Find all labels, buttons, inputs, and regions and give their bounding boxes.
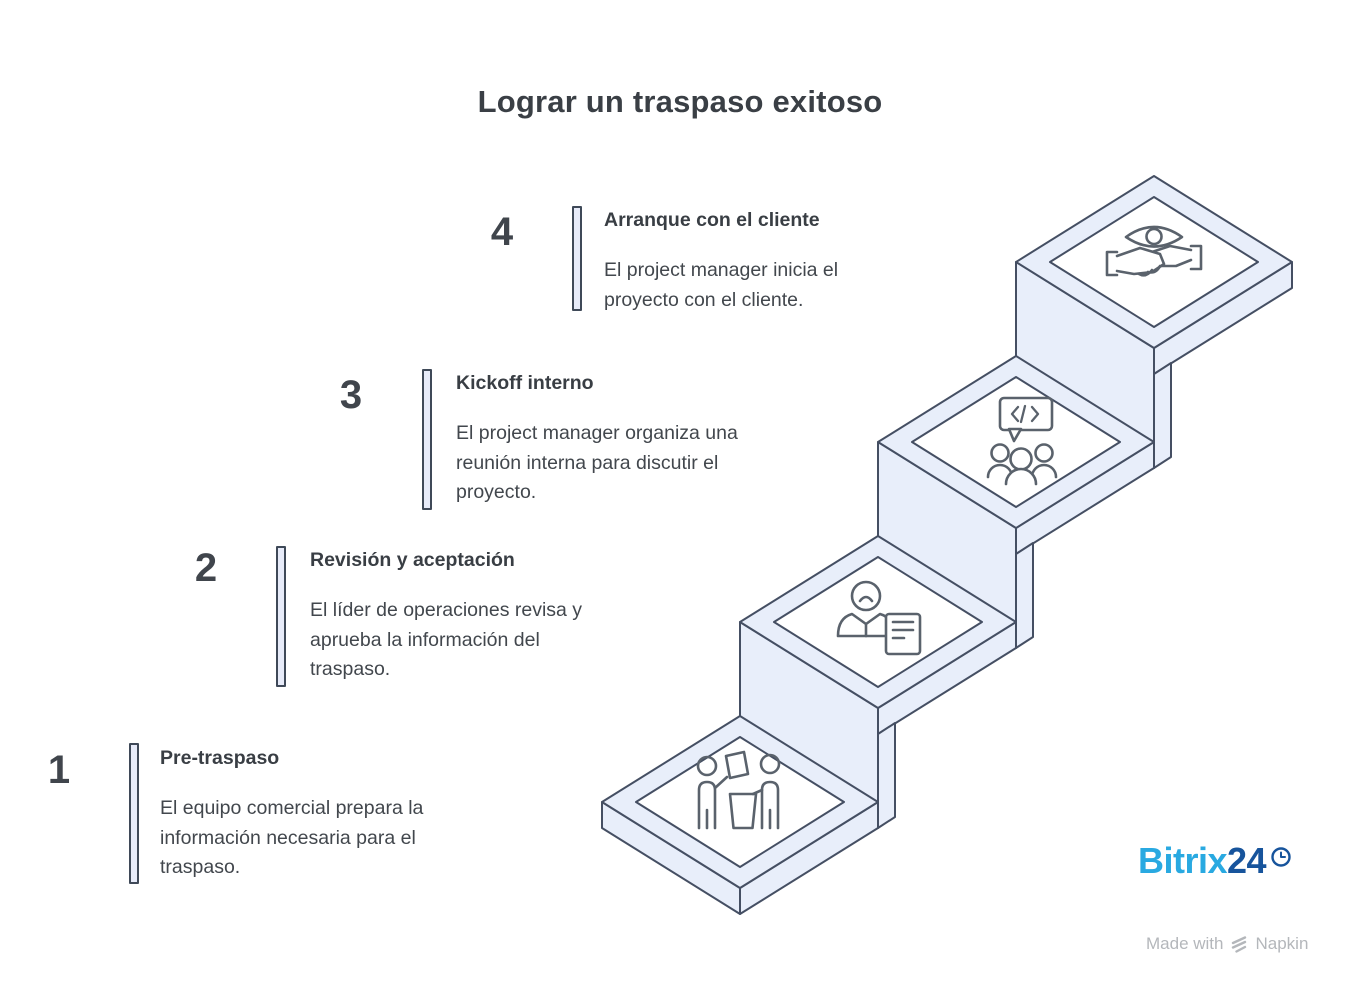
step-1-number: 1: [47, 748, 71, 792]
team-code-chat-icon: [986, 396, 1058, 486]
step-2-accent-bar: [276, 546, 286, 687]
napkin-logo-icon: [1232, 936, 1247, 953]
watermark-brand: Napkin: [1255, 934, 1309, 953]
step-3-description: El project manager organiza una reunión …: [456, 422, 738, 503]
step-4-title: Arranque con el cliente: [604, 209, 820, 231]
watermark-prefix: Made with: [1146, 934, 1224, 953]
step-1-description: El equipo comercial prepara la informaci…: [160, 797, 424, 878]
step-1-title: Pre-traspaso: [160, 747, 280, 769]
made-with-napkin-watermark: Made with Napkin: [1146, 934, 1308, 954]
step-2-number: 2: [194, 546, 218, 590]
step-4-description: El project manager inicia el proyecto co…: [604, 259, 839, 311]
step-3-title: Kickoff interno: [456, 372, 594, 394]
staircase-side-strips: [877, 362, 1172, 829]
step-2-platform: [739, 535, 1017, 829]
step-4-number: 4: [490, 210, 514, 254]
step-3-number: 3: [339, 373, 363, 417]
person-document-icon: [836, 580, 922, 656]
bitrix24-logo-dark-text: 24: [1227, 840, 1267, 881]
step-4-accent-bar: [572, 206, 582, 311]
clock-icon: [1271, 847, 1291, 867]
bitrix24-logo-light-text: Bitrix: [1138, 840, 1228, 881]
step-3-accent-bar: [422, 369, 432, 510]
diagram-title: Lograr un traspaso exitoso: [477, 84, 883, 119]
step-2-description: El líder de operaciones revisa y aprueba…: [310, 599, 583, 680]
people-exchange-icon: [696, 750, 781, 830]
step-2-title: Revisión y aceptación: [310, 549, 515, 571]
eye-handshake-icon: [1105, 225, 1203, 277]
step-1-accent-bar: [129, 743, 139, 884]
